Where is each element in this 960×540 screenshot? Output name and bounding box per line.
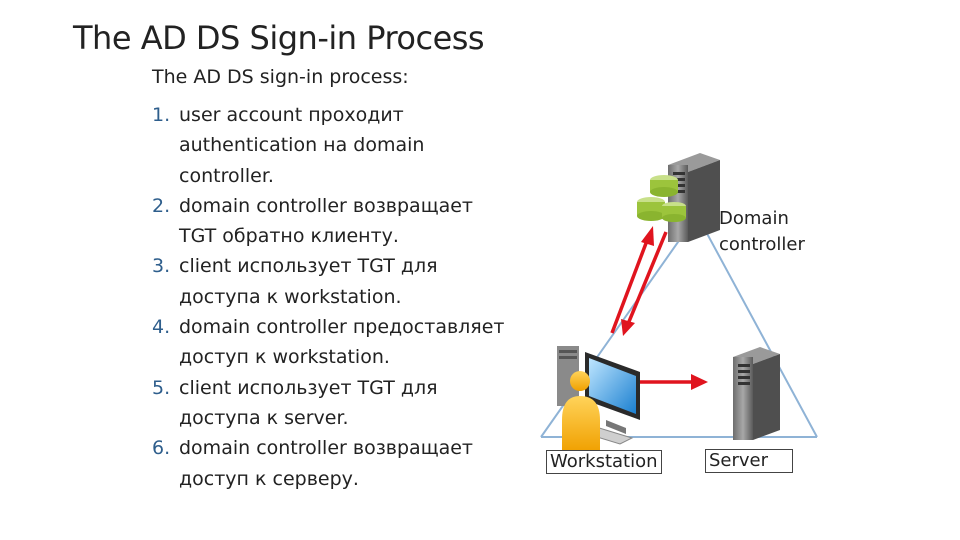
step-line: TGT обратно клиенту. <box>179 225 399 248</box>
list-item: 4. domain controller предоставляет доступ … <box>152 312 542 373</box>
workstation-label: Workstation <box>546 450 662 474</box>
step-line: доступа к workstation. <box>179 285 402 308</box>
step-line: domain controller предоставляет <box>179 316 505 339</box>
user-icon <box>562 371 600 452</box>
page-title: The AD DS Sign-in Process <box>73 19 485 57</box>
step-line: controller. <box>179 164 274 187</box>
step-number: 3. <box>152 255 171 278</box>
step-number: 2. <box>152 194 171 217</box>
server-icon <box>733 347 780 440</box>
domain-controller-label-line1: Domain <box>719 208 789 229</box>
domain-controller-server-icon <box>668 153 720 242</box>
step-line: domain controller возвращает <box>179 437 473 460</box>
step-line: authentication на domain <box>179 134 425 157</box>
step-line: client использует TGT для <box>179 376 438 399</box>
step-number: 1. <box>152 104 171 126</box>
domain-controller-label: Domain controller <box>719 206 805 258</box>
intro-text: The AD DS sign-in process: <box>152 66 409 88</box>
step-number: 5. <box>152 376 171 399</box>
steps-list: 1. user account проходит authentication на… <box>152 100 542 494</box>
step-line: domain controller возвращает <box>179 194 473 217</box>
domain-controller-label-line2: controller <box>719 234 805 255</box>
list-item: 6. domain controller возвращает доступ к с… <box>152 433 542 494</box>
database-icon <box>637 175 686 222</box>
step-number: 6. <box>152 437 171 460</box>
list-item: 5. client использует TGT для доступа к ser… <box>152 373 542 434</box>
auth-arrows <box>610 226 668 336</box>
list-item: 1. user account проходит authentication на… <box>152 100 542 191</box>
step-line: client использует TGT для <box>179 255 438 278</box>
workstation-computer-icon <box>557 346 640 445</box>
server-label: Server <box>705 449 793 473</box>
step-line: доступ к workstation. <box>179 346 390 369</box>
access-arrow <box>640 374 708 390</box>
step-line: user account проходит <box>179 104 404 126</box>
step-line: доступа к server. <box>179 406 349 429</box>
step-line: доступ к серверу. <box>179 467 359 490</box>
step-number: 4. <box>152 316 171 339</box>
list-item: 3. client использует TGT для доступа к wor… <box>152 251 542 312</box>
